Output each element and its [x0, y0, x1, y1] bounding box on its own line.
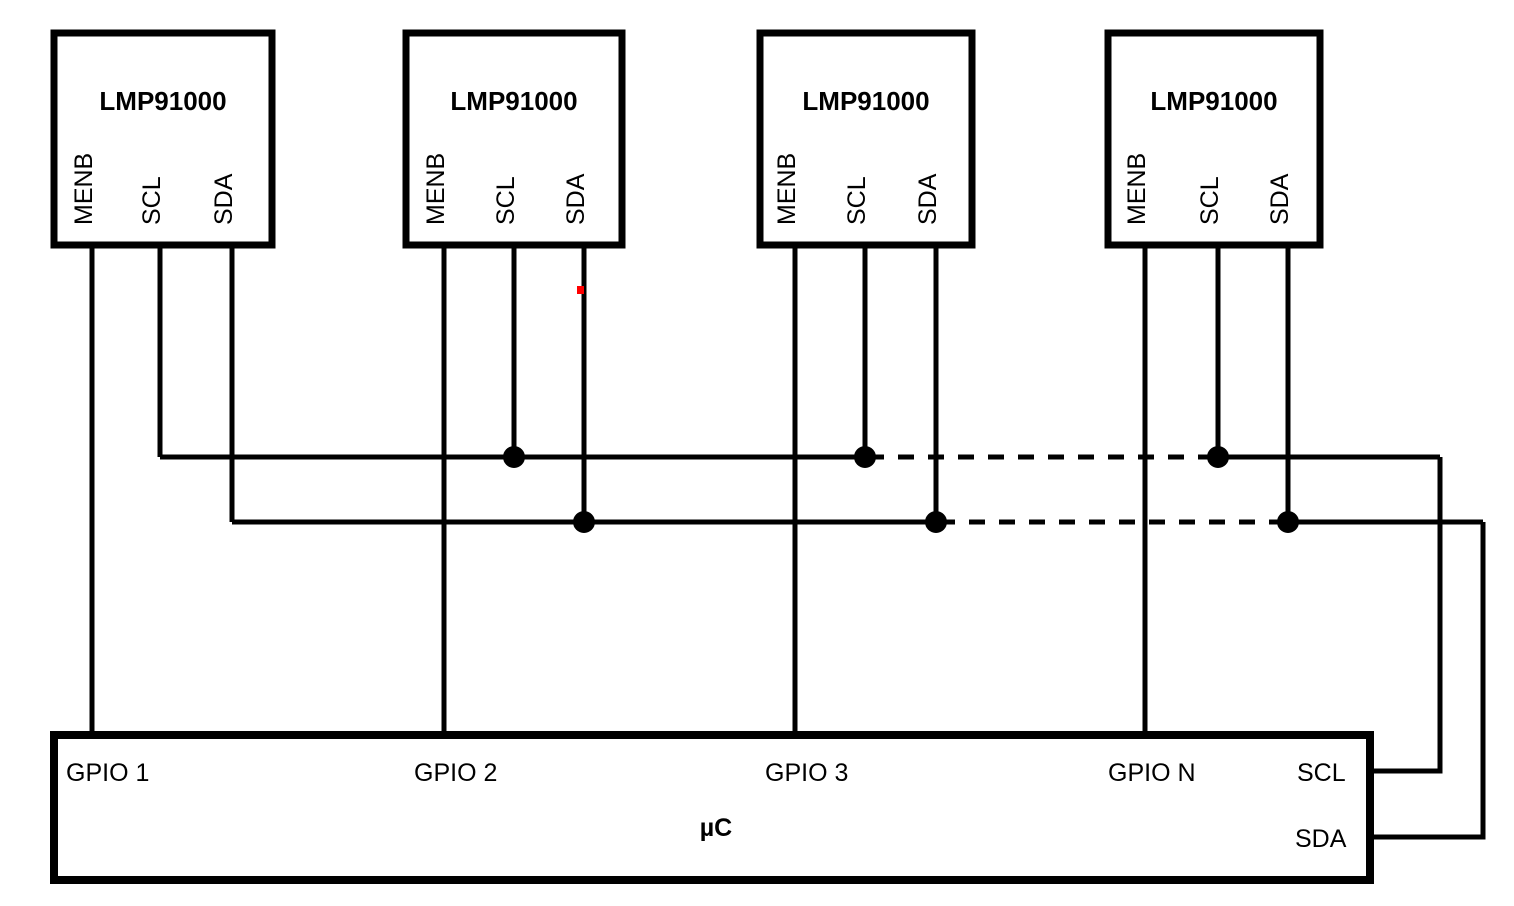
mcu-port-sda: SDA — [1295, 825, 1347, 853]
chip-3-body[interactable] — [756, 29, 976, 249]
wire-scl-bus-to-mcu — [1370, 457, 1443, 774]
chip-4-body[interactable] — [1104, 29, 1324, 249]
junction-dot-layer — [503, 446, 1299, 533]
chip-1-title: LMP91000 — [99, 86, 226, 116]
chip-3-pin-sda-label: SDA — [914, 173, 942, 225]
junction-dot-chip2-sda — [573, 511, 595, 533]
mcu-port-gpio-1: GPIO 1 — [66, 759, 149, 787]
chip-2-body[interactable] — [402, 29, 626, 249]
junction-dot-chip3-scl — [854, 446, 876, 468]
junction-dot-chip2-scl — [503, 446, 525, 468]
chip-4-title: LMP91000 — [1150, 86, 1277, 116]
chip-4-pin-scl-label: SCL — [1196, 176, 1224, 225]
chip-3-pin-scl-label: SCL — [843, 176, 871, 225]
chip-2-pin-scl-label: SCL — [492, 176, 520, 225]
mcu-port-scl: SCL — [1297, 759, 1346, 787]
mcu-title: µC — [700, 814, 732, 842]
chip-4-pin-sda-label: SDA — [1266, 173, 1294, 225]
chip-2-title: LMP91000 — [450, 86, 577, 116]
chip-1-body[interactable] — [50, 29, 276, 249]
stray-red-mark — [577, 286, 584, 294]
mcu-block[interactable]: GPIO 1 GPIO 2 GPIO 3 GPIO N SCL SDA µC — [50, 731, 1374, 884]
chip-2-pin-sda-label: SDA — [562, 173, 590, 225]
chip-4-pin-menb-label: MENB — [1123, 153, 1151, 225]
chip-4[interactable]: LMP91000 MENB SCL SDA — [1104, 29, 1324, 249]
chip-3[interactable]: LMP91000 MENB SCL SDA — [756, 29, 976, 249]
chip-2-pin-menb-label: MENB — [422, 153, 450, 225]
mcu-port-gpio-3: GPIO 3 — [765, 759, 848, 787]
chip-2[interactable]: LMP91000 MENB SCL SDA — [402, 29, 626, 249]
mcu-port-gpio-2: GPIO 2 — [414, 759, 497, 787]
chip-1-pin-sda-label: SDA — [210, 173, 238, 225]
chip-1-pin-scl-label: SCL — [138, 176, 166, 225]
junction-dot-chip4-sda — [1277, 511, 1299, 533]
chip-3-title: LMP91000 — [802, 86, 929, 116]
chip-1[interactable]: LMP91000 MENB SCL SDA — [50, 29, 276, 249]
wire-sda-bus-to-mcu — [1370, 522, 1486, 840]
junction-dot-chip4-scl — [1207, 446, 1229, 468]
chip-1-pin-menb-label: MENB — [70, 153, 98, 225]
mcu-body[interactable] — [50, 731, 1374, 884]
mcu-port-gpio-n: GPIO N — [1108, 759, 1196, 787]
chip-3-pin-menb-label: MENB — [773, 153, 801, 225]
junction-dot-chip3-sda — [925, 511, 947, 533]
